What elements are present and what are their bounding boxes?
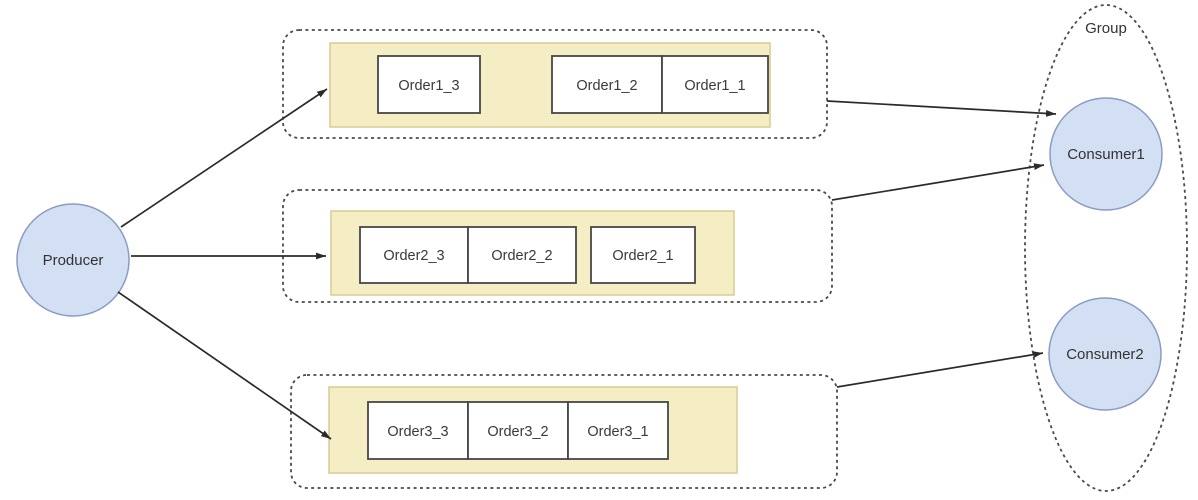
partition-1: Order1_3 Order1_2 Order1_1 (282, 29, 828, 139)
order-box (359, 226, 469, 284)
order-label: Order2_3 (383, 248, 444, 264)
consumer-2-node: Consumer2 (1048, 297, 1162, 411)
consumer-2-label: Consumer2 (1066, 346, 1144, 363)
order-box (467, 226, 577, 284)
order-label: Order1_1 (684, 78, 745, 94)
consumer-1-label: Consumer1 (1067, 146, 1145, 163)
order-label: Order3_3 (387, 424, 448, 440)
order-box (661, 55, 769, 114)
arrow-producer-to-partition-3 (117, 291, 332, 440)
consumer-1-node: Consumer1 (1049, 97, 1163, 211)
order-box (377, 55, 481, 114)
producer-circle (16, 203, 130, 317)
order-label: Order2_2 (491, 248, 552, 264)
flow-arrows (117, 88, 1057, 440)
producer-node: Producer (16, 203, 130, 317)
order-label: Order2_1 (612, 248, 673, 264)
group-boundary (1024, 4, 1188, 492)
order-box (567, 401, 669, 460)
producer-label: Producer (43, 252, 104, 269)
consumer-2-circle (1048, 297, 1162, 411)
arrow-partition-2-to-consumer-1 (831, 163, 1045, 201)
order-box (467, 401, 569, 460)
arrow-partition-3-to-consumer-2 (836, 351, 1044, 388)
partition-3: Order3_3 Order3_2 Order3_1 (290, 374, 838, 489)
consumer-group: Group Consumer1 Consumer2 (1024, 4, 1188, 492)
partition-2: Order2_3 Order2_2 Order2_1 (282, 189, 833, 303)
consumer-1-circle (1049, 97, 1163, 211)
order-box (367, 401, 469, 460)
order-label: Order3_1 (587, 424, 648, 440)
order-box (590, 226, 696, 284)
order-label: Order1_2 (576, 78, 637, 94)
order-label: Order3_2 (487, 424, 548, 440)
order-label: Order1_3 (398, 78, 459, 94)
arrow-partition-1-to-consumer-1 (826, 100, 1057, 117)
order-box (551, 55, 663, 114)
partition-3-boundary (290, 374, 838, 489)
partition-2-boundary (282, 189, 833, 303)
partition-1-boundary (282, 29, 828, 139)
group-label: Group (1085, 20, 1127, 37)
arrow-producer-to-partition-1 (120, 88, 328, 228)
